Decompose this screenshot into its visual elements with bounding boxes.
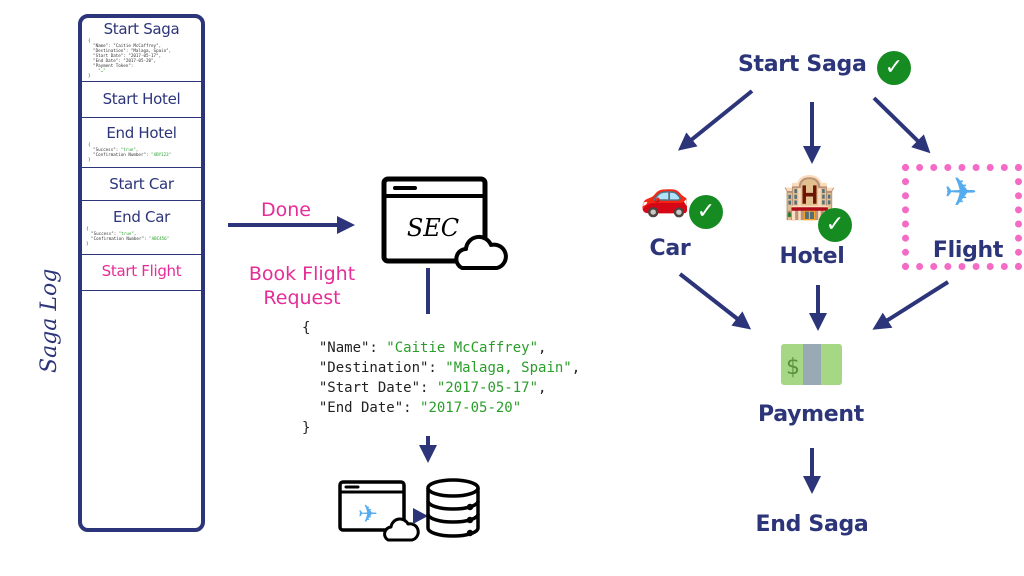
payment-money-icon	[781, 344, 842, 385]
log-entry-start-flight: Start Flight	[82, 255, 201, 291]
book-flight-request-label: Book Flight Request	[248, 263, 356, 309]
flight-node-highlight	[902, 164, 1022, 270]
car-to-payment-arrow	[678, 272, 752, 330]
start-to-flight-arrow	[872, 96, 931, 154]
payment-node: Payment	[758, 402, 864, 427]
log-entry-start-hotel: Start Hotel	[82, 82, 201, 118]
flight-request-json: { "Name": "Caitie McCaffrey", "Destinati…	[302, 320, 581, 436]
log-entry-end-car: End Car { "Success": "true", "Confirmati…	[82, 201, 201, 255]
car-node: Car	[649, 236, 691, 261]
done-label: Done	[261, 199, 311, 221]
start-to-car-arrow	[677, 89, 754, 151]
sec-window-icon	[381, 176, 508, 270]
log-entry-end-hotel: End Hotel { "Success": "true", "Confirma…	[82, 118, 201, 168]
car-check-icon: ✓	[689, 195, 723, 229]
sec-label: SEC	[407, 214, 459, 242]
flight-node: Flight	[932, 238, 1004, 263]
flight-service-icon: ✈	[338, 480, 420, 542]
flight-icon: ✈	[944, 170, 978, 216]
log-entry-title: Start Hotel	[102, 90, 181, 108]
log-entry-title: End Car	[112, 208, 170, 226]
log-entry-title: Start Car	[109, 175, 174, 193]
service-to-db-arrow	[413, 508, 428, 524]
log-entry-title: End Hotel	[106, 124, 177, 142]
log-entry-json: { "Success": "true", "Confirmation Numbe…	[86, 226, 170, 246]
dollar-sign: $	[786, 355, 800, 380]
saga-log: Start Saga { "Name": "Caitie McCaffrey",…	[78, 14, 205, 532]
end-saga-node: End Saga	[755, 512, 869, 537]
log-entry-start-saga: Start Saga { "Name": "Caitie McCaffrey",…	[82, 18, 201, 82]
log-entry-json: { "Success": "true", "Confirmation Numbe…	[88, 142, 172, 162]
log-entry-json: { "Name": "Caitie McCaffrey", "Destinati…	[88, 38, 172, 78]
start-saga-node: Start Saga	[738, 52, 867, 77]
svg-text:✈: ✈	[358, 500, 378, 528]
flight-to-payment-arrow	[872, 280, 950, 330]
log-entry-start-car: Start Car	[82, 168, 201, 201]
database-icon	[426, 478, 480, 538]
hotel-check-icon: ✓	[818, 208, 852, 242]
start-saga-check-icon: ✓	[877, 51, 911, 85]
hotel-node: Hotel	[779, 244, 845, 269]
log-entry-title: Start Flight	[101, 262, 182, 280]
log-entry-title: Start Saga	[103, 20, 180, 38]
car-icon: 🚗	[640, 173, 690, 219]
